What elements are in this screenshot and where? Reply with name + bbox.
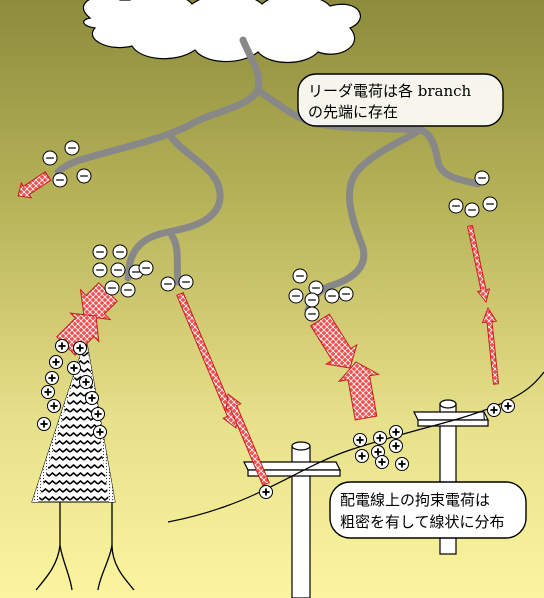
positive-charge (353, 433, 367, 447)
negative-charge (338, 286, 354, 302)
negative-charge (76, 168, 92, 184)
positive-charge (91, 407, 105, 421)
leader-callout-line1: リーダ電荷は各 branch (308, 82, 472, 100)
positive-charge (79, 375, 93, 389)
negative-charge (64, 140, 80, 156)
upward-arrow-far-right (481, 306, 500, 385)
positive-charge (389, 425, 403, 439)
utility-pole-center (243, 441, 341, 598)
negative-charge (52, 172, 68, 188)
positive-charge (375, 455, 389, 469)
negative-charge (160, 276, 176, 292)
positive-charge (55, 339, 69, 353)
leader-arrow-far-right (467, 224, 491, 304)
negative-charge (104, 280, 120, 296)
positive-charge (73, 341, 87, 355)
bound-charge-callout (329, 481, 527, 539)
negative-charge (324, 288, 340, 304)
negative-charge (292, 268, 308, 284)
negative-charge (112, 244, 128, 260)
negative-charge (304, 292, 320, 308)
positive-charge (47, 399, 61, 413)
wire-callout-line1: 配電線上の拘束電荷は (340, 491, 490, 509)
positive-charge (487, 403, 501, 417)
positive-charge (389, 439, 403, 453)
positive-charge (355, 449, 369, 463)
positive-charge (37, 417, 51, 431)
upward-arrow-from-pole (225, 393, 270, 487)
positive-charge (45, 371, 59, 385)
wire-callout-line2: 粗密を有して線状に分布 (340, 513, 505, 531)
positive-charge (259, 485, 273, 499)
leader-arrow-down-right (310, 313, 358, 369)
leader-callout-line2: の先端に存在 (308, 103, 398, 121)
negative-charge (464, 202, 480, 218)
negative-charge (120, 282, 136, 298)
positive-charge (395, 457, 409, 471)
leader-arrow-left (17, 171, 52, 199)
leader-charge-callout (297, 73, 504, 127)
negative-charge (138, 260, 154, 276)
positive-charge (93, 425, 107, 439)
charges (37, 140, 515, 499)
negative-charge (482, 196, 498, 212)
negative-charge (474, 170, 490, 186)
positive-charge (67, 361, 81, 375)
positive-charge (373, 431, 387, 445)
negative-charge (304, 306, 320, 322)
positive-charge (41, 385, 55, 399)
negative-charge (288, 288, 304, 304)
thundercloud (82, 0, 361, 63)
upward-arrow-from-line (337, 361, 380, 421)
positive-charge (85, 391, 99, 405)
negative-charge (42, 150, 58, 166)
negative-charge (92, 244, 108, 260)
positive-charge (501, 399, 515, 413)
positive-charge (49, 355, 63, 369)
negative-charge (178, 274, 194, 290)
tree-trunk (35, 498, 135, 591)
attraction-arrows (17, 171, 500, 487)
negative-charge (92, 262, 108, 278)
leader-arrow-downward-left (79, 282, 118, 321)
negative-charge (110, 262, 126, 278)
negative-charge (448, 198, 464, 214)
